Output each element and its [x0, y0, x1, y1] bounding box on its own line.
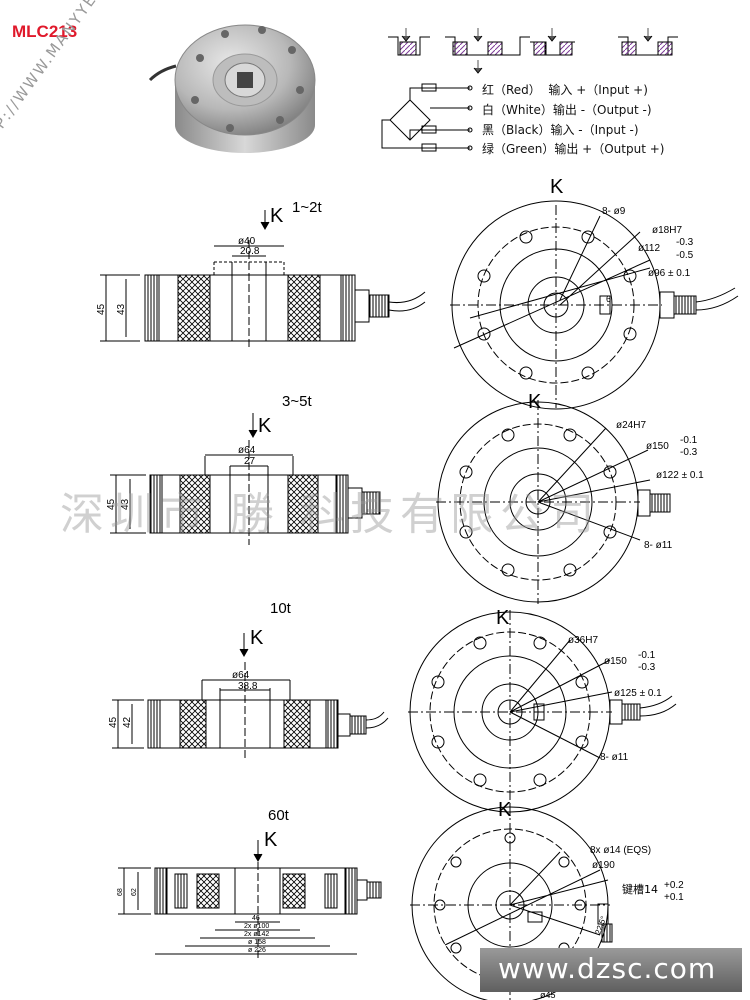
- d1-h1: 45: [96, 303, 107, 315]
- d4-h2: 62: [131, 888, 138, 896]
- d3-plan-k: K: [496, 607, 510, 629]
- d3-d-mid: ø150: [604, 656, 627, 667]
- load-mode-diagrams: [388, 28, 678, 74]
- d4-dim-3: ø 158: [248, 939, 266, 946]
- plan-view-4: [410, 805, 613, 1000]
- d2-tol-a: -0.1: [680, 435, 698, 446]
- d3-od: ø64: [232, 670, 250, 681]
- d3-k: K: [250, 627, 264, 649]
- d4-dim-4: ø 226: [248, 947, 266, 954]
- d1-id: 20.8: [240, 246, 260, 257]
- d1-d-mid: ø112: [638, 243, 660, 254]
- d3-h1: 45: [108, 716, 119, 728]
- wire-red-label: 红（Red） 输入 +（Input +): [482, 83, 648, 97]
- d4-dim-2: 2x ø142: [244, 931, 269, 938]
- d3-h2: 42: [122, 716, 133, 728]
- plan-view-2: [436, 400, 671, 604]
- wiring-bridge: [381, 83, 473, 152]
- side-view-3: [112, 633, 389, 760]
- d4-tol-a: +0.2: [664, 880, 684, 891]
- d4-key: 键槽14: [622, 882, 658, 896]
- d2-h2: 43: [120, 498, 131, 510]
- d1-tol-b: -0.5: [676, 250, 694, 261]
- plan-view-1: [450, 200, 739, 410]
- d4-plan-k: K: [498, 799, 512, 821]
- d1-h2: 43: [116, 303, 127, 315]
- d1-plan-k: K: [550, 176, 564, 198]
- d3-bore: ø36H7: [568, 635, 598, 646]
- product-photo: [148, 24, 316, 153]
- d3-tol-a: -0.1: [638, 650, 656, 661]
- wire-black-label: 黑（Black）输入 -（Input -): [482, 123, 639, 137]
- d2-d-mid: ø150: [646, 441, 669, 452]
- model-title: MLC213: [12, 22, 78, 41]
- d1-k: K: [270, 205, 284, 227]
- d1-range: 1~2t: [292, 199, 322, 216]
- d3-range: 10t: [270, 600, 292, 617]
- d4-dim-1: 2x ø100: [244, 923, 269, 930]
- d4-tol-b: +0.1: [664, 892, 684, 903]
- watermark-company: 深圳市 勝 科技有限公司: [60, 489, 600, 540]
- side-view-2: [110, 413, 381, 545]
- d3-tol-b: -0.3: [638, 662, 656, 673]
- d4-pcd: ø190: [592, 860, 615, 871]
- d4-dim-0: 46: [252, 915, 260, 922]
- side-view-1: [100, 210, 426, 350]
- d1-pcd: ø96 ± 0.1: [648, 268, 691, 279]
- d1-bore: ø18H7: [652, 225, 682, 236]
- d4-k: K: [264, 829, 278, 851]
- d1-tol-a: -0.3: [676, 237, 694, 248]
- d2-id: 27: [244, 456, 256, 467]
- d2-tol-b: -0.3: [680, 447, 698, 458]
- d2-h1: 45: [106, 498, 117, 510]
- d4-bot: ø45: [540, 990, 556, 1000]
- d1-key: 6: [606, 294, 611, 304]
- site-banner: [480, 948, 742, 992]
- d2-range: 3~5t: [282, 393, 312, 410]
- d2-k: K: [258, 415, 272, 437]
- d2-holes: 8- ø11: [644, 540, 673, 551]
- d3-id: 38.8: [238, 681, 258, 692]
- d4-h1: 68: [117, 888, 124, 896]
- d2-od: ø64: [238, 445, 256, 456]
- d2-pcd: ø122 ± 0.1: [656, 470, 704, 481]
- side-view-4: [118, 840, 382, 960]
- plan-view-3: [408, 610, 677, 815]
- d4-holes: 8x ø14 (EQS): [590, 845, 651, 856]
- wire-white-label: 白（White）输出 -（Output -): [482, 103, 652, 117]
- site-banner-text: www.dzsc.com: [498, 952, 717, 985]
- wire-green-label: 绿（Green）输出 +（Output +): [482, 142, 665, 156]
- d1-holes: 8- ø9: [602, 206, 626, 217]
- d1-od: ø40: [238, 236, 256, 247]
- drawing-labels: K 1~2t ø40 20.8 45 43 K 8- ø9 ø18H7 ø112…: [96, 176, 704, 1000]
- d3-holes: 8- ø11: [600, 752, 629, 763]
- d3-pcd: ø125 ± 0.1: [614, 688, 662, 699]
- d2-bore: ø24H7: [616, 420, 646, 431]
- d4-range: 60t: [268, 807, 290, 824]
- d2-plan-k: K: [528, 391, 542, 413]
